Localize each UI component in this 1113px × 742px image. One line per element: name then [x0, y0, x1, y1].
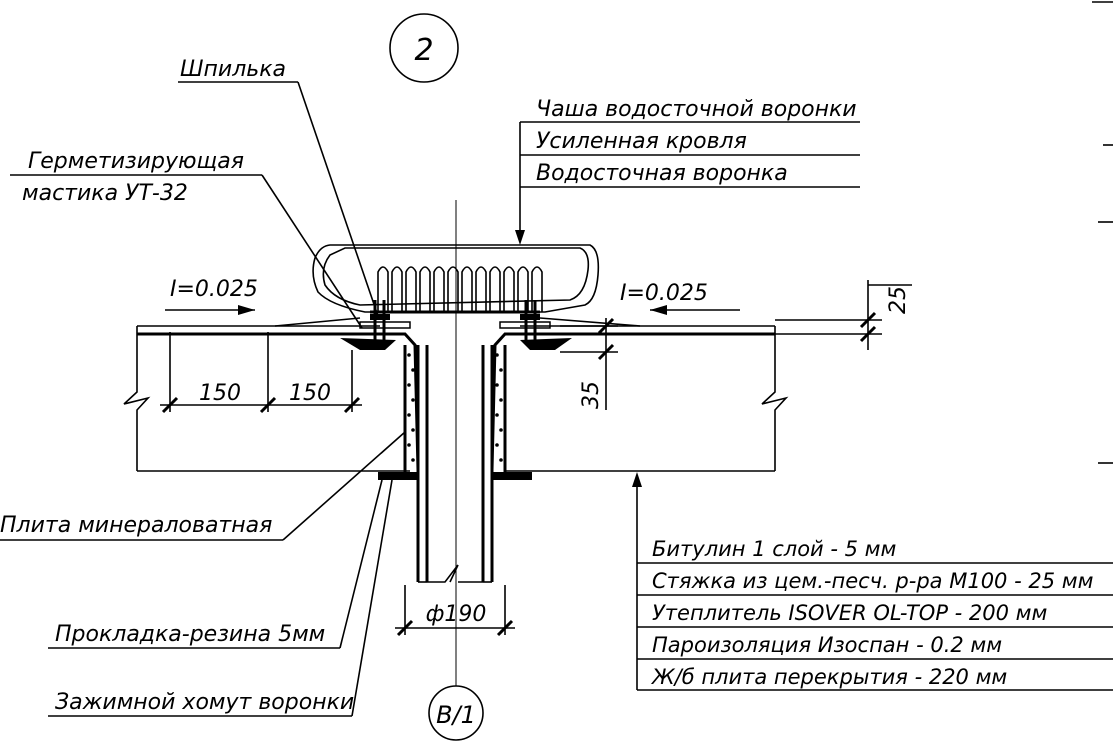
layer-5: Ж/б плита перекрытия - 220 мм — [650, 665, 1007, 689]
label-reinforced-roof: Усиленная кровля — [536, 129, 747, 154]
drain-pipe — [403, 345, 507, 583]
layer-2: Стяжка из цем.-песч. р-ра М100 - 25 мм — [652, 569, 1094, 593]
dim-35: 35 — [579, 381, 604, 409]
dimension-25: 25 — [775, 280, 912, 350]
dimension-150: 150 150 — [160, 332, 362, 414]
dim-diameter: ф190 — [426, 602, 487, 627]
label-sealant-1: Герметизирующая — [28, 149, 244, 174]
slope-arrows: I=0.025 I=0.025 — [165, 277, 740, 315]
leader-rubber-gasket: Прокладка-резина 5мм — [48, 479, 383, 649]
dimension-diameter: ф190 — [395, 585, 515, 637]
layers-legend: Битулин 1 слой - 5 мм Стяжка из цем.-пес… — [632, 472, 1113, 691]
leader-funnel: Чаша водосточной воронки Усиленная кровл… — [515, 97, 860, 245]
insulation-slab — [123, 317, 789, 472]
detail-number: 2 — [414, 33, 433, 68]
layer-1: Битулин 1 слой - 5 мм — [652, 537, 896, 561]
label-mineral-wool: Плита минераловатная — [0, 513, 272, 538]
reference-mark: В/1 — [428, 685, 484, 741]
label-stud: Шпилька — [180, 57, 286, 82]
detail-number-mark: 2 — [389, 13, 459, 83]
label-sealant-2: мастика УТ-32 — [22, 181, 188, 206]
dim-150-a: 150 — [199, 381, 241, 406]
dim-25: 25 — [886, 286, 911, 314]
dim-150-b: 150 — [289, 381, 331, 406]
reference-mark-text: В/1 — [436, 701, 476, 729]
leader-stud: Шпилька — [178, 57, 379, 317]
label-drain-funnel: Водосточная воронка — [536, 161, 788, 186]
dimension-35: 35 — [560, 317, 618, 410]
layer-4: Пароизоляция Изоспан - 0.2 мм — [652, 633, 1002, 657]
leader-sealant: Герметизирующая мастика УТ-32 — [10, 149, 363, 329]
leader-clamp: Зажимной хомут воронки — [48, 479, 393, 717]
slope-left: I=0.025 — [170, 277, 258, 302]
leader-mineral-wool: Плита минераловатная — [0, 431, 406, 541]
sheet-border-fragments — [1092, 1, 1113, 464]
label-rubber-gasket: Прокладка-резина 5мм — [55, 622, 325, 647]
layer-3: Утеплитель ISOVER OL-TOP - 200 мм — [652, 601, 1048, 625]
label-clamp: Зажимной хомут воронки — [55, 690, 354, 715]
label-funnel-bowl: Чаша водосточной воронки — [536, 97, 857, 122]
slope-right: I=0.025 — [620, 281, 708, 306]
